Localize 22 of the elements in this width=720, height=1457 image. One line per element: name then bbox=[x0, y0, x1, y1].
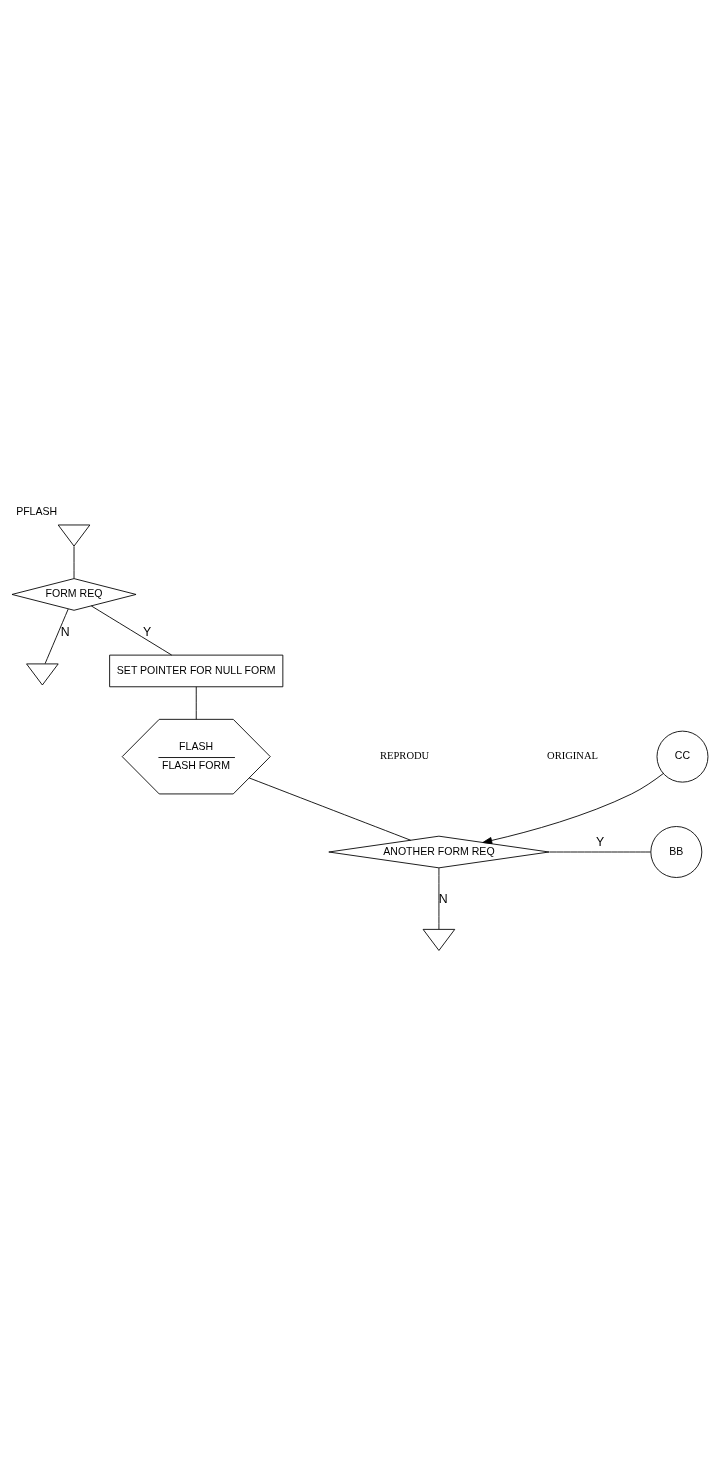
connector bbox=[438, 867, 440, 930]
edge-label: N bbox=[60, 624, 70, 639]
node-circle: BB bbox=[650, 826, 703, 878]
connector bbox=[90, 605, 173, 656]
node-label: PFLASH bbox=[16, 504, 58, 517]
node-diamond: FORM REQ bbox=[11, 578, 137, 611]
label: REPRODU bbox=[380, 750, 430, 762]
edge-label: Y bbox=[142, 624, 152, 639]
node-box: SET POINTER FOR NULL FORM bbox=[109, 654, 284, 688]
connector bbox=[195, 686, 197, 720]
connector bbox=[73, 545, 75, 579]
label: ORIGINAL bbox=[547, 750, 599, 762]
connector bbox=[248, 777, 412, 841]
connector bbox=[548, 851, 652, 853]
edge-label: Y bbox=[595, 835, 605, 850]
node-circle: CC bbox=[656, 730, 709, 783]
node-triangle bbox=[57, 524, 91, 547]
node-triangle bbox=[26, 663, 59, 686]
connector bbox=[44, 608, 69, 664]
arrow bbox=[482, 773, 664, 844]
node-triangle bbox=[422, 928, 456, 951]
edge-label: N bbox=[438, 892, 448, 907]
